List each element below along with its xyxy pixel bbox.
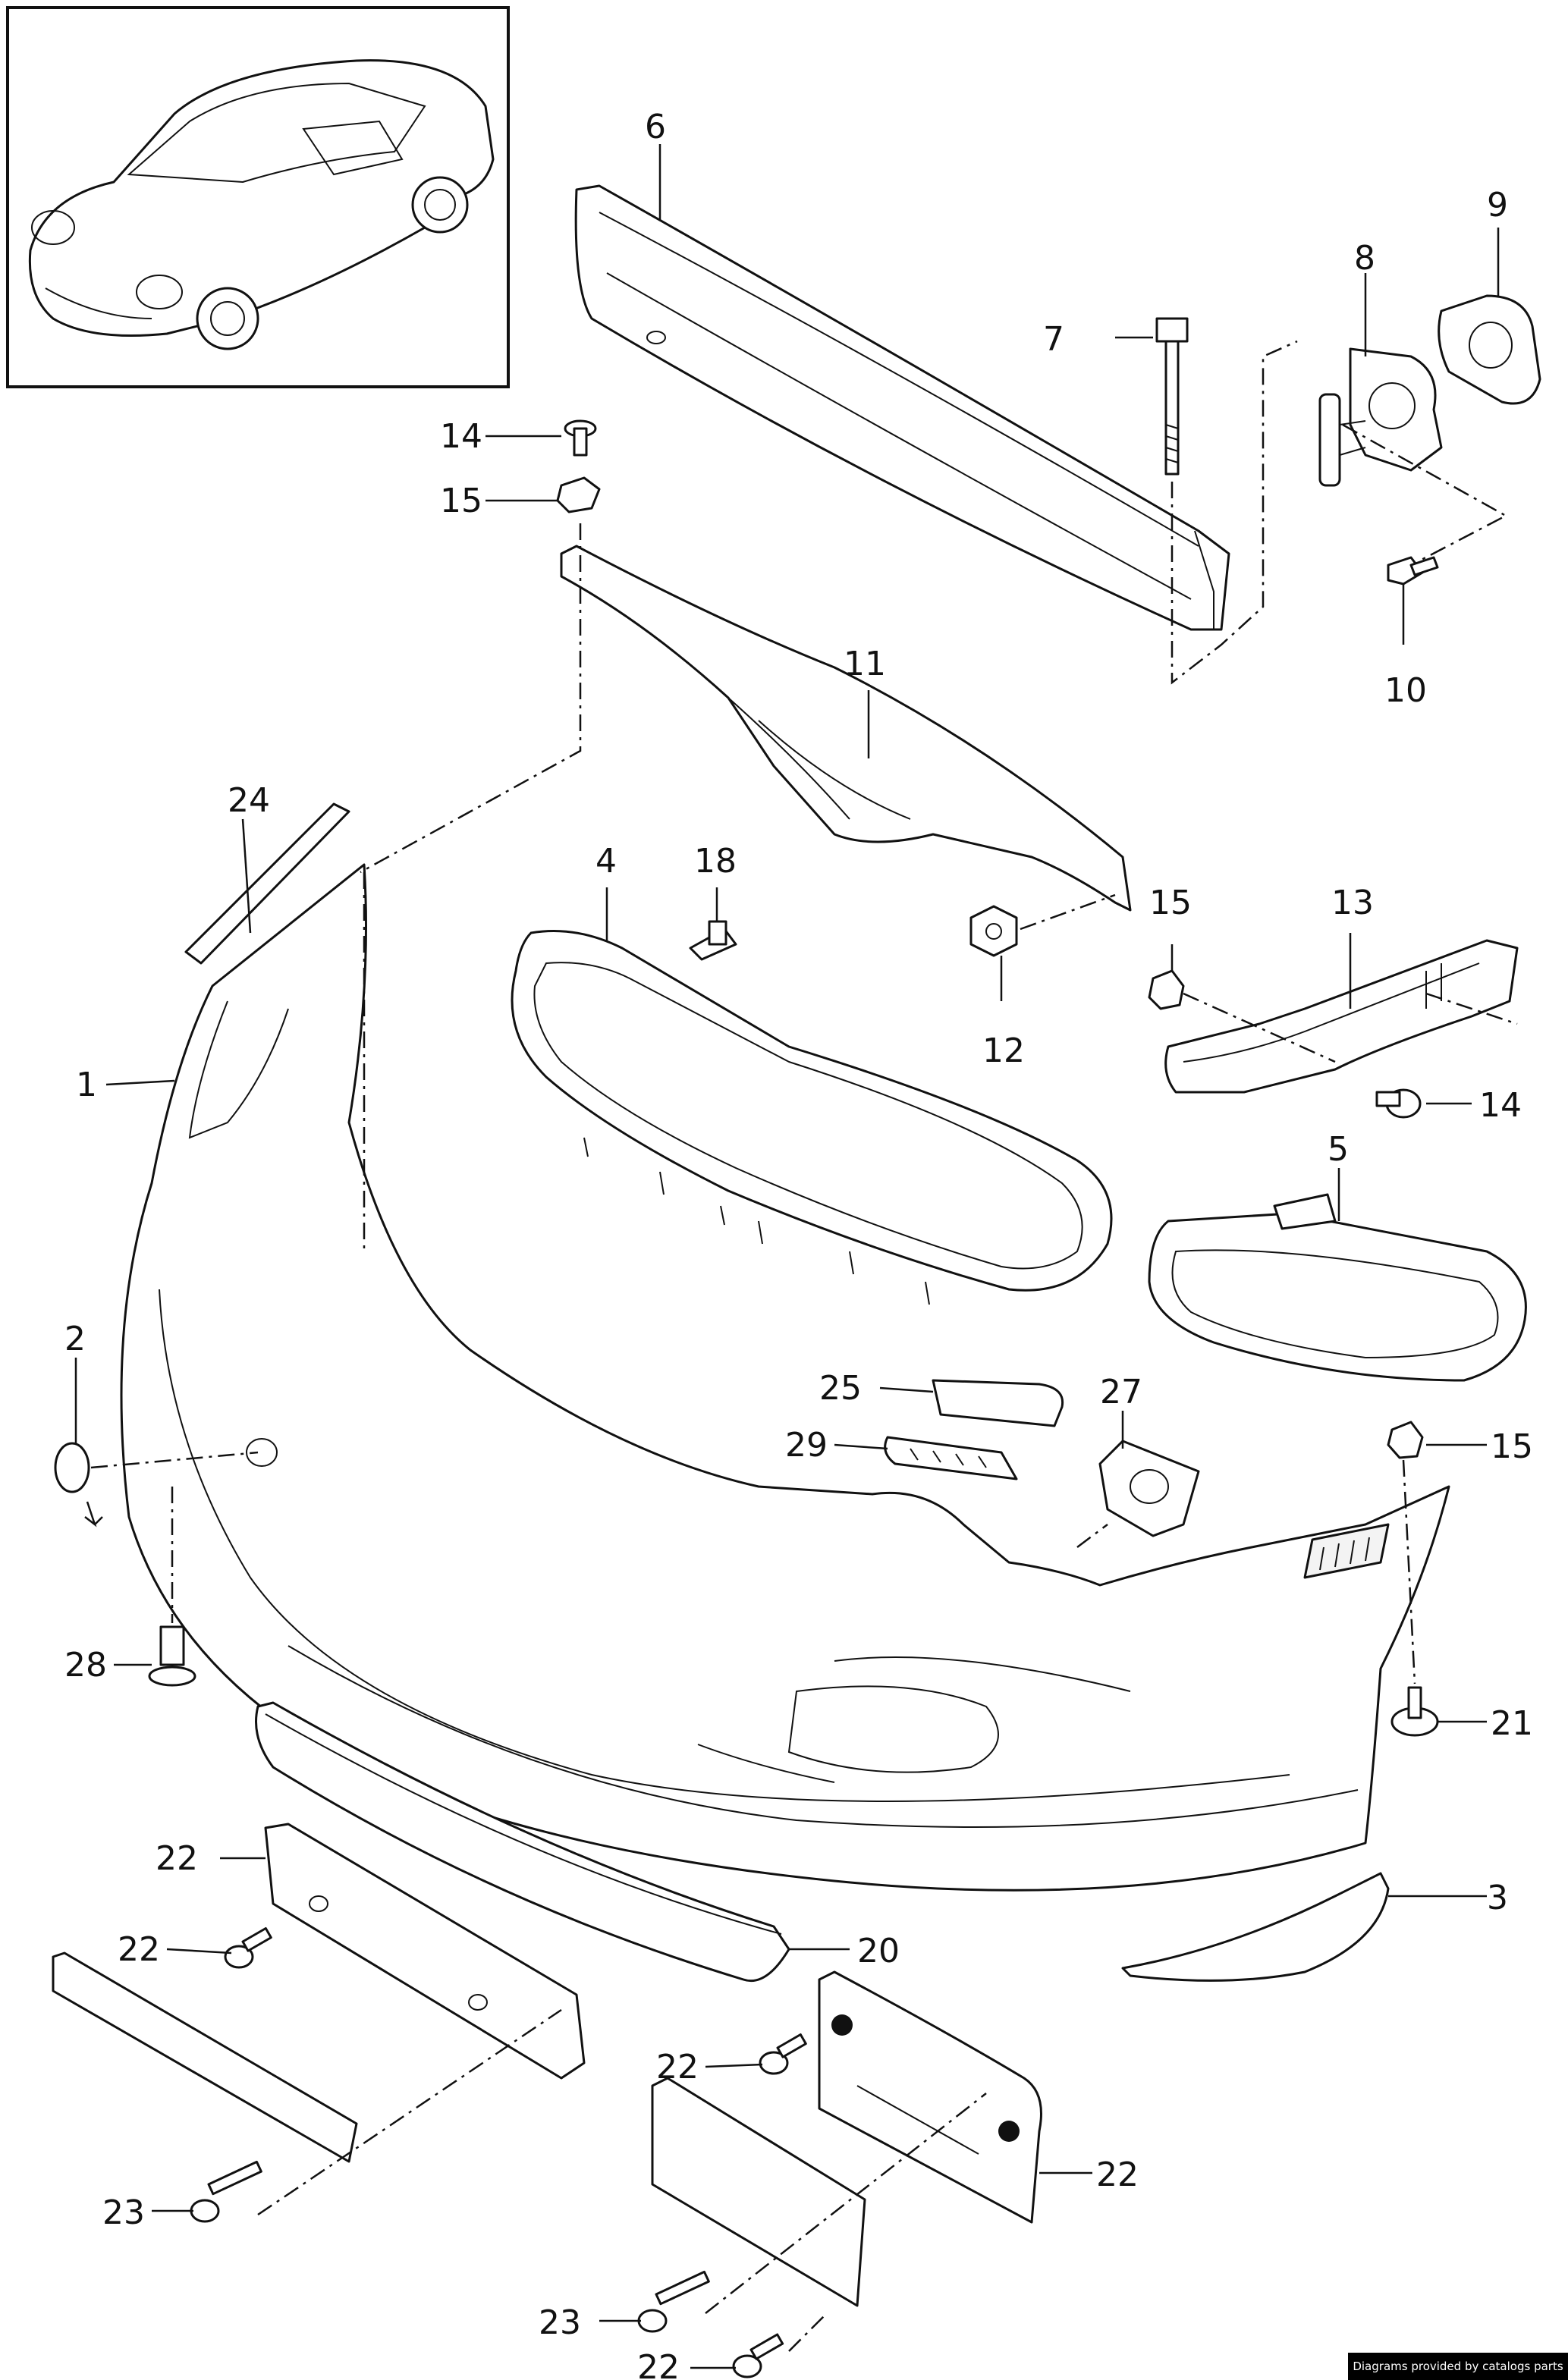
- part-22-screw-a: [224, 1926, 272, 1969]
- callout-14-mid: 14: [1479, 1086, 1522, 1125]
- callout-8: 8: [1354, 239, 1375, 278]
- callout-10: 10: [1384, 671, 1427, 710]
- part-13-side-bracket: [1164, 939, 1519, 1094]
- part-18-screw: [1390, 1686, 1439, 1737]
- part-15-clip-right: [1387, 1421, 1424, 1459]
- callout-4: 4: [595, 842, 617, 881]
- callout-1: 1: [76, 1066, 97, 1104]
- part-23-screw-a: [190, 2160, 262, 2223]
- license-plate-left: [52, 1951, 358, 2163]
- callout-22-left: 22: [118, 1930, 160, 1969]
- callout-12: 12: [982, 1031, 1025, 1070]
- callout-11: 11: [844, 645, 886, 683]
- callout-29: 29: [785, 1426, 828, 1465]
- part-14-screw-mid: [1375, 1088, 1422, 1119]
- callout-16: 18: [694, 842, 737, 881]
- part-21-plate-bracket-right: [818, 1970, 1042, 2224]
- callout-28: 28: [64, 1646, 107, 1685]
- part-24-seal-strip: [184, 802, 350, 965]
- part-11-upper-support: [560, 545, 1132, 912]
- part-15-clip-mid: [1148, 969, 1185, 1010]
- part-17-lower-strip: [255, 1701, 790, 1983]
- callout-22-bottom: 22: [637, 2348, 680, 2380]
- part-8-deformation-element: [1318, 347, 1443, 487]
- callout-17: 20: [857, 1932, 900, 1970]
- callout-15-mid: 15: [1149, 884, 1192, 922]
- part-29-reflector: [884, 1436, 1018, 1480]
- part-15-clip-top: [556, 476, 601, 513]
- part-25-trim-strip: [932, 1379, 1064, 1427]
- part-7-bolt: [1155, 317, 1189, 476]
- callout-25: 25: [819, 1369, 862, 1408]
- callout-24: 24: [228, 781, 270, 820]
- part-28-spreader-nut: [148, 1625, 196, 1687]
- part-22-screw-b: [759, 2033, 807, 2075]
- assembly-lines: [90, 340, 1518, 2352]
- callout-7: 7: [1043, 320, 1064, 359]
- part-23-screw-b: [637, 2270, 710, 2333]
- callout-14-top: 14: [440, 417, 482, 456]
- car-thumbnail: [6, 6, 510, 388]
- part-1-bumper-cover: [120, 863, 1450, 1892]
- callout-15-right: 15: [1491, 1427, 1533, 1466]
- license-plate-right: [651, 2077, 866, 2307]
- callout-22-mid: 22: [656, 2048, 699, 2086]
- part-27-grommet: [1098, 1440, 1200, 1537]
- callout-labels: 6 7 8 9 10 11 14 15 24 4 18 12 15 13 14 …: [64, 108, 1533, 2380]
- part-2-cap: [54, 1442, 103, 1528]
- part-9-gasket-plate: [1438, 294, 1541, 405]
- callout-27: 27: [1100, 1373, 1142, 1411]
- callout-15-top: 15: [440, 482, 482, 520]
- part-6-reinforcement-beam: [574, 184, 1230, 631]
- leader-lines: [74, 144, 1500, 2369]
- callout-18: 21: [1491, 1704, 1533, 1743]
- callout-5: 5: [1328, 1130, 1349, 1169]
- diagram-credit: Diagrams provided by catalogs parts: [1348, 2353, 1568, 2380]
- callout-13: 13: [1331, 884, 1374, 922]
- part-16-pin: [689, 920, 737, 961]
- part-22-screw-c: [732, 2333, 784, 2378]
- callout-21: 22: [1096, 2156, 1139, 2194]
- callout-3: 3: [1487, 1879, 1508, 1917]
- callout-9: 9: [1487, 186, 1508, 224]
- part-5-side-grille: [1148, 1193, 1527, 1382]
- part-3-side-spoiler: [1121, 1872, 1390, 1982]
- part-20-plate-bracket: [264, 1823, 586, 2080]
- callout-23-right: 23: [539, 2303, 581, 2342]
- callout-23-left: 23: [102, 2193, 145, 2232]
- callout-20: 22: [156, 1839, 198, 1878]
- part-12-nut: [969, 905, 1018, 957]
- part-10-bolt: [1387, 556, 1439, 586]
- callout-6: 6: [645, 108, 666, 146]
- part-14-screw-top: [564, 419, 597, 457]
- part-4-center-grille: [511, 930, 1113, 1305]
- callout-2: 2: [64, 1320, 86, 1358]
